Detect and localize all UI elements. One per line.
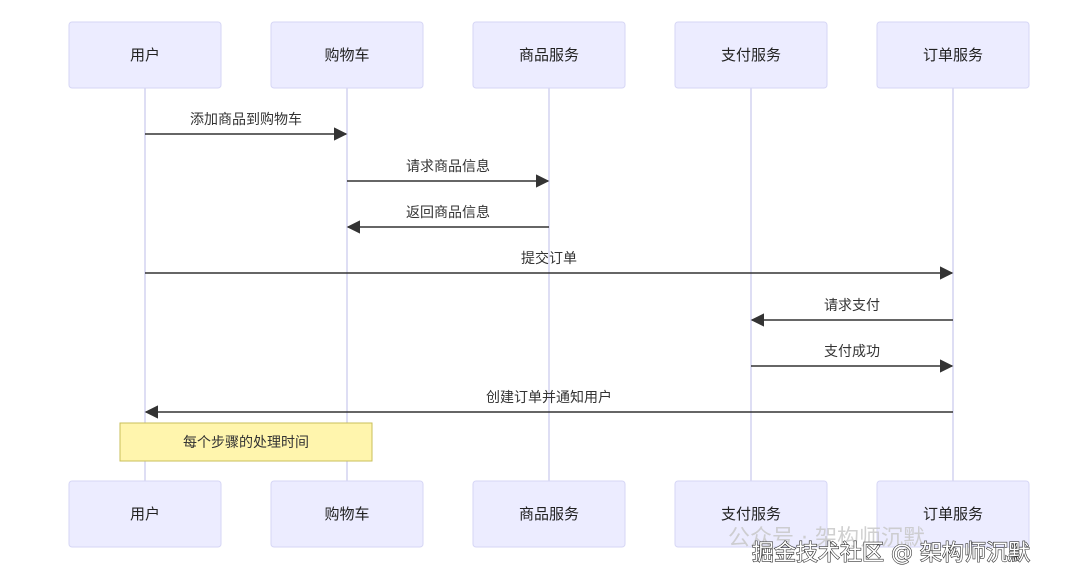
actors-top-group: 用户 购物车 商品服务 支付服务 订单服务 [68, 21, 1030, 89]
actor-bottom-payment: 支付服务 [674, 480, 828, 548]
watermark-group: 公众号 · 架构师沉默 掘金技术社区 @ 架构师沉默 [728, 526, 1031, 567]
note-label: 每个步骤的处理时间 [183, 435, 309, 451]
message-6: 支付成功 [751, 344, 954, 373]
actor-bottom-product: 商品服务 [472, 480, 626, 548]
message-4: 提交订单 [145, 250, 954, 280]
message-2: 请求商品信息 [347, 158, 550, 188]
actor-top-product: 商品服务 [472, 21, 626, 89]
watermark-primary: 掘金技术社区 @ 架构师沉默 [752, 541, 1030, 566]
actor-label-top-order: 订单服务 [923, 46, 983, 64]
actor-box-bottom-product [472, 480, 626, 548]
actor-top-user: 用户 [68, 21, 222, 89]
actor-label-top-product: 商品服务 [519, 46, 579, 64]
actor-box-top-cart [270, 21, 424, 89]
message-3: 返回商品信息 [346, 204, 549, 234]
actor-label-bottom-order: 订单服务 [923, 505, 983, 523]
actor-top-cart: 购物车 [270, 21, 424, 89]
actor-box-top-product [472, 21, 626, 89]
actor-box-bottom-order [876, 480, 1030, 548]
lifelines-group [144, 88, 954, 481]
actor-top-order: 订单服务 [876, 21, 1030, 89]
message-label-5: 请求支付 [824, 298, 880, 314]
message-label-1: 添加商品到购物车 [190, 111, 302, 128]
actor-bottom-order: 订单服务 [876, 480, 1030, 548]
actor-box-top-order [876, 21, 1030, 89]
actor-bottom-cart: 购物车 [270, 480, 424, 548]
message-label-3: 返回商品信息 [406, 204, 490, 221]
message-label-6: 支付成功 [824, 344, 880, 360]
actor-label-bottom-payment: 支付服务 [721, 505, 781, 523]
message-label-2: 请求商品信息 [406, 158, 490, 175]
actor-box-top-user [68, 21, 222, 89]
note-box [119, 422, 373, 462]
message-label-7: 创建订单并通知用户 [486, 389, 612, 406]
actor-label-top-payment: 支付服务 [721, 46, 781, 64]
actor-label-top-cart: 购物车 [324, 46, 369, 64]
actors-bottom-group: 用户 购物车 商品服务 支付服务 订单服务 [68, 480, 1030, 548]
actor-box-top-payment [674, 21, 828, 89]
message-1: 添加商品到购物车 [145, 111, 348, 141]
actor-box-bottom-payment [674, 480, 828, 548]
message-label-4: 提交订单 [521, 250, 577, 267]
actor-top-payment: 支付服务 [674, 21, 828, 89]
actor-label-bottom-product: 商品服务 [519, 505, 579, 523]
watermark-secondary: 公众号 · 架构师沉默 [728, 526, 925, 551]
actor-label-bottom-user: 用户 [130, 505, 160, 523]
actor-box-bottom-user [68, 480, 222, 548]
message-5: 请求支付 [750, 298, 953, 327]
actor-box-bottom-cart [270, 480, 424, 548]
actor-label-bottom-cart: 购物车 [324, 505, 369, 523]
note-group: 每个步骤的处理时间 [119, 422, 373, 462]
actor-label-top-user: 用户 [130, 46, 160, 64]
message-7: 创建订单并通知用户 [144, 389, 953, 419]
actor-bottom-user: 用户 [68, 480, 222, 548]
messages-group: 添加商品到购物车请求商品信息返回商品信息提交订单请求支付支付成功创建订单并通知用… [144, 111, 954, 419]
